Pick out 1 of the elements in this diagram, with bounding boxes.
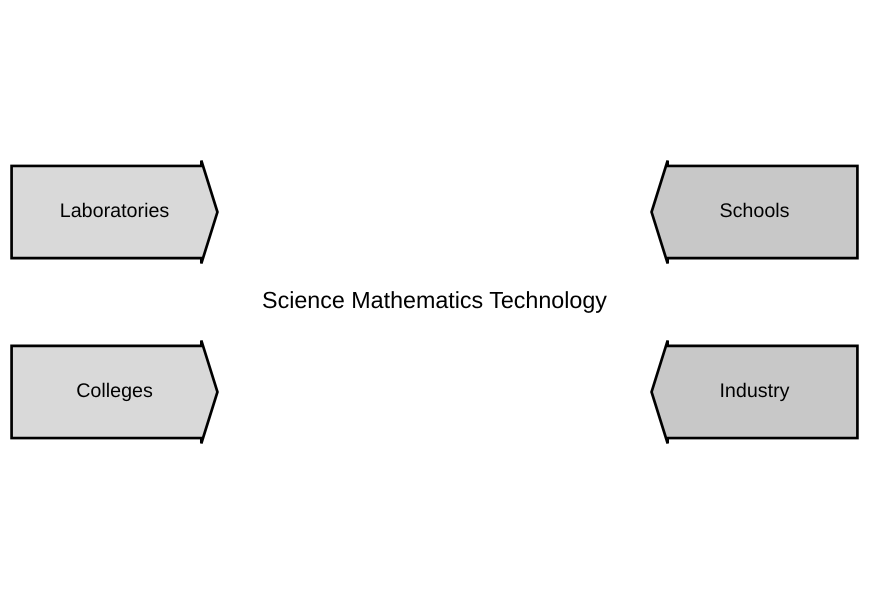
node-text: Science Mathematics Technology [262, 286, 607, 313]
